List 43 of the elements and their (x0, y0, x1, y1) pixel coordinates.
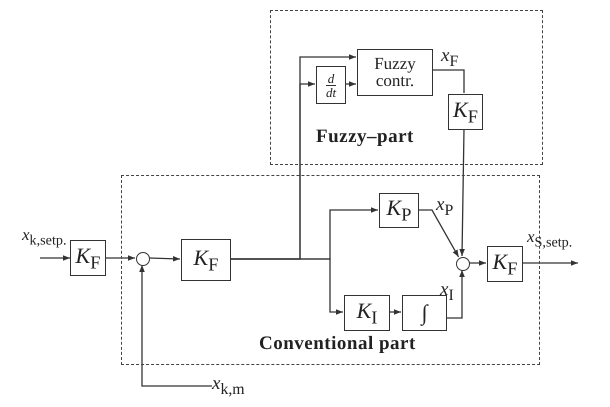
group-title: Fuzzy–part (316, 126, 414, 148)
gain-block (344, 295, 390, 331)
block-label: K$_{F}$ (76, 244, 100, 272)
arrow (40, 255, 70, 261)
derivative-block (316, 66, 346, 104)
gain-block (487, 246, 523, 282)
signal-label: x$_{F}$ (441, 46, 458, 70)
signal-label: x$_{k,m}$ (212, 374, 246, 398)
arrow (139, 265, 212, 387)
block-label: K$_{I}$ (356, 300, 378, 326)
gain-block (181, 239, 231, 281)
summing-junction (136, 252, 150, 266)
edge-label: x$_{k,setp.}$ (22, 226, 67, 248)
gain-block (402, 295, 447, 331)
dashed-group-frame (270, 10, 543, 165)
arrow (446, 270, 465, 319)
arrow (230, 258, 343, 315)
gain-block (379, 193, 419, 228)
arrow (345, 81, 356, 87)
arrow (459, 128, 465, 256)
block-label: ∫ (421, 302, 428, 324)
edge-label: x$_{S,setp.}$ (527, 228, 572, 250)
signal-label: x$_{P}$ (436, 195, 454, 219)
gain-block (448, 94, 483, 130)
fraction-text: dt (324, 86, 338, 98)
arrow (469, 260, 486, 266)
arrow (148, 256, 180, 262)
arrow (522, 260, 578, 266)
fraction-text: d (326, 72, 336, 86)
block-label: K$_{F}$ (492, 250, 518, 278)
summing-junction (456, 257, 470, 271)
group-title: Conventional part (259, 333, 416, 355)
arrow (418, 209, 460, 258)
block-label: Fuzzy contr. (373, 56, 417, 89)
block-label: K$_{P}$ (386, 197, 412, 224)
signal-label: x$_{I}$ (440, 280, 454, 304)
block-label: K$_{F}$ (453, 98, 478, 126)
arrow (106, 255, 135, 261)
gain-block (70, 240, 106, 276)
controller-block (357, 49, 433, 96)
block-label: K$_{F}$ (194, 246, 218, 274)
connector-line (432, 69, 465, 93)
arrow (389, 309, 401, 315)
